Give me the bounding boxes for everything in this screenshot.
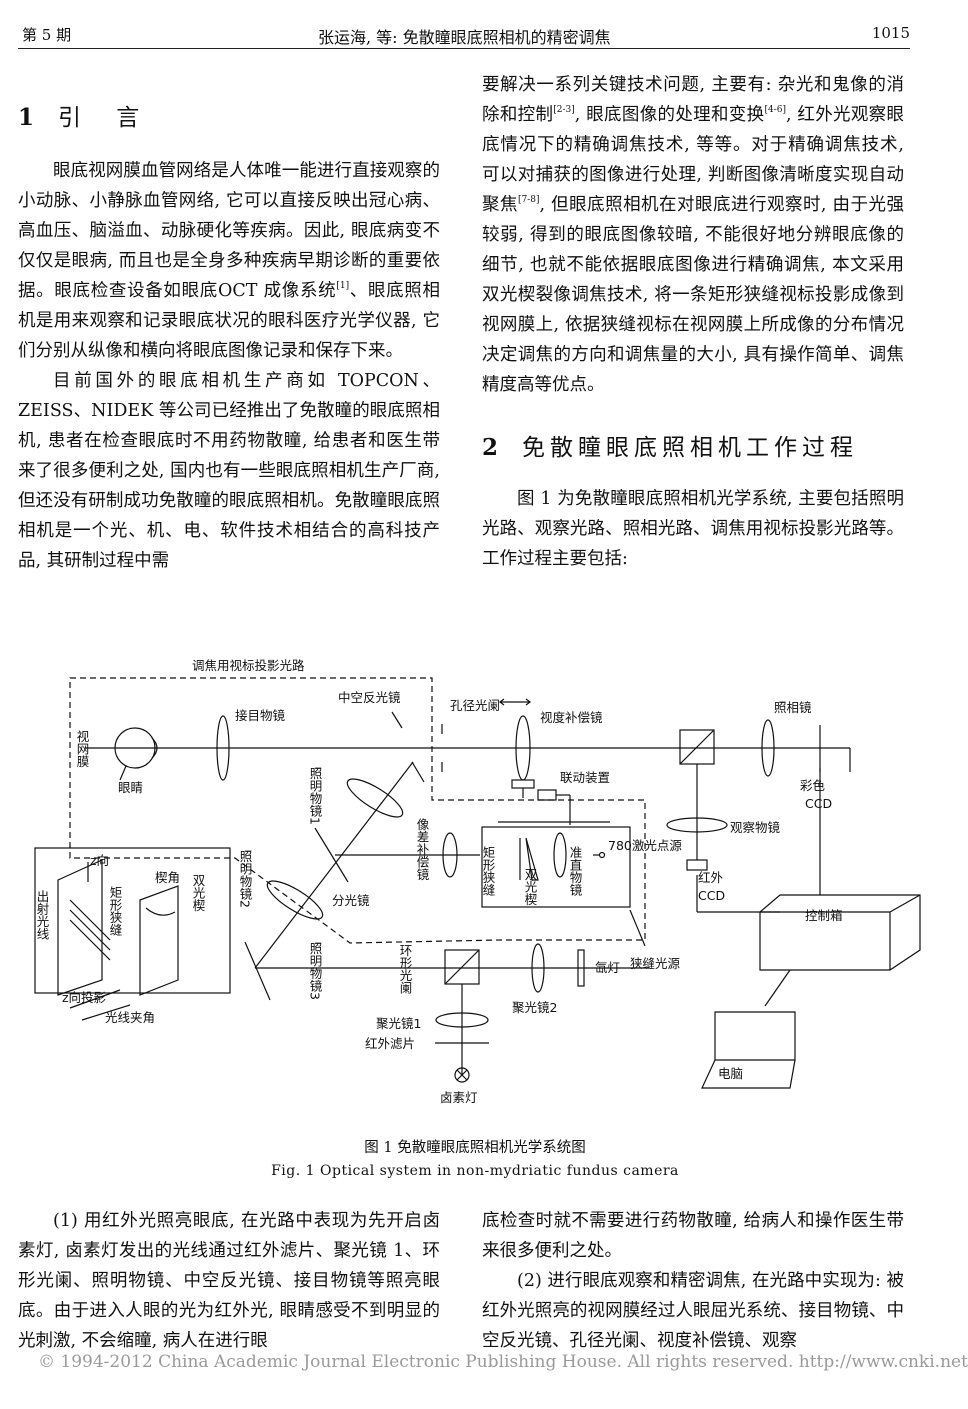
section-1-number: 1 bbox=[18, 104, 37, 131]
section-2-title: 免散瞳眼底照相机工作过程 bbox=[522, 435, 858, 461]
computer-label[interactable]: 电脑 bbox=[718, 1066, 743, 1081]
header-rule bbox=[18, 48, 910, 49]
step-2-paragraph: (2) 进行眼底观察和精密调焦, 在光路中实现为: 被红外光照亮的视网膜经过人眼… bbox=[482, 1271, 904, 1351]
right-column-top: 要解决一系列关键技术问题, 主要有: 杂光和鬼像的消除和控制[2-3], 眼底图… bbox=[482, 70, 904, 574]
right-column-bottom: 底检查时就不需要进行药物散瞳, 给病人和操作医生带来很多便利之处。 (2) 进行… bbox=[482, 1206, 904, 1356]
ir-ccd-label-2: CCD bbox=[698, 888, 725, 903]
intro-paragraph-2: 目前国外的眼底相机生产商如 TOPCON、ZEISS、NIDEK 等公司已经推出… bbox=[18, 371, 440, 571]
section-1-heading: 1 引 言 bbox=[18, 88, 440, 148]
citation-1[interactable]: [1] bbox=[336, 281, 350, 291]
control-box-label[interactable]: 控制箱 bbox=[805, 908, 843, 923]
linkage-label: 联动装置 bbox=[560, 770, 610, 785]
right-text-d: , 但眼底照相机在对眼底进行观察时, 由于光强较弱, 得到的眼底图像较暗, 不能… bbox=[482, 195, 905, 395]
step-1-paragraph: (1) 用红外光照亮眼底, 在光路中表现为先开启卤素灯, 卤素灯发出的光线通过红… bbox=[18, 1211, 440, 1351]
color-ccd-label-1: 彩色 bbox=[800, 778, 826, 793]
copyright-watermark: © 1994-2012 China Academic Journal Elect… bbox=[38, 1352, 968, 1372]
hollow-mirror-label: 中空反光镜 bbox=[338, 690, 401, 705]
aperture-label: 孔径光阑 bbox=[450, 698, 500, 713]
illum1-label: 照明物镜1 bbox=[308, 767, 323, 825]
running-title: 张运海, 等: 免散瞳眼底照相机的精密调焦 bbox=[318, 28, 611, 47]
intro-text-b: 、眼底照相机是用来观察和记录眼底状况的眼科医疗光学仪器, 它们分别从纵像和横向将… bbox=[18, 281, 440, 361]
obs-lens-label: 观察物镜 bbox=[730, 820, 781, 835]
figure-caption-zh: 图 1 免散瞳眼底照相机光学系统图 bbox=[364, 1140, 586, 1156]
right-text-a: 要解决一系列关键技术问题, 主要有: 杂光和鬼像的消除和控制 bbox=[482, 75, 904, 125]
issue-number: 第 5 期 bbox=[22, 26, 72, 44]
figure-caption-en: Fig. 1 Optical system in non-mydriatic f… bbox=[271, 1163, 679, 1179]
citation-7-8[interactable]: [7-8] bbox=[517, 195, 540, 205]
laser-label: 780激光点源 bbox=[608, 838, 682, 853]
xenon-label: 氙灯 bbox=[595, 960, 620, 975]
condenser2-label: 聚光镜2 bbox=[512, 1000, 557, 1015]
ir-filter-label: 红外滤片 bbox=[365, 1036, 415, 1051]
collimator-label: 准直物镜 bbox=[568, 846, 583, 896]
section-1-title: 引 言 bbox=[58, 105, 154, 131]
inset-wedge-angle-label: 楔角 bbox=[155, 870, 180, 885]
eye-label: 眼睛 bbox=[118, 780, 143, 795]
rect-slit-label: 矩形狭缝 bbox=[481, 846, 496, 896]
left-column-bottom: (1) 用红外光照亮眼底, 在光路中表现为先开启卤素灯, 卤素灯发出的光线通过红… bbox=[18, 1206, 440, 1356]
page-number: 1015 bbox=[871, 24, 910, 42]
citation-4-6[interactable]: [4-6] bbox=[764, 105, 786, 115]
ring-aperture-label: 环形光阑 bbox=[398, 944, 413, 994]
eyepiece-label: 接目物镜 bbox=[235, 708, 286, 723]
inset-zproj-label: z向投影 bbox=[62, 990, 107, 1005]
section-2-paragraph: 图 1 为免散瞳眼底照相机光学系统, 主要包括照明光路、观察光路、照相光路、调焦… bbox=[482, 489, 904, 569]
halogen-label: 卤素灯 bbox=[440, 1090, 478, 1105]
inset-ray-angle-label: 光线夹角 bbox=[105, 1010, 155, 1025]
right-paragraph-1: 要解决一系列关键技术问题, 主要有: 杂光和鬼像的消除和控制[2-3], 眼底图… bbox=[482, 70, 904, 400]
inset-rect-slit-label: 矩形狭缝 bbox=[108, 886, 123, 936]
aberr-comp-label: 像差补偿镜 bbox=[415, 818, 430, 881]
retina-label: 视网膜 bbox=[75, 729, 90, 768]
right-text-c: , 红外光观察眼底情况下的精确调焦技术, 等等。对于精确调焦技术, 可以对捕获的… bbox=[482, 105, 904, 215]
section-2-heading: 2 免散瞳眼底照相机工作过程 bbox=[482, 418, 904, 478]
view-comp-label: 视度补偿镜 bbox=[540, 710, 603, 725]
intro-paragraph-1: 眼底视网膜血管网络是人体唯一能进行直接观察的小动脉、小静脉血管网络, 它可以直接… bbox=[18, 156, 440, 366]
condenser1-label: 聚光镜1 bbox=[376, 1016, 421, 1031]
section-2-number: 2 bbox=[482, 434, 501, 461]
dual-wedge-label: 双光楔 bbox=[523, 868, 538, 906]
splitter-label: 分光镜 bbox=[332, 893, 370, 908]
illum2-label: 照明物镜2 bbox=[238, 850, 253, 908]
optical-diagram: 调焦用视标投影光路 视网膜 照明物镜1 像差补偿镜 矩形狭缝 双光楔 准直物镜 … bbox=[34, 658, 921, 1105]
citation-2-3[interactable]: [2-3] bbox=[553, 105, 575, 115]
inset-z-label: z向 bbox=[90, 853, 109, 868]
inset-dual-wedge-label: 双光楔 bbox=[191, 874, 206, 912]
photo-lens-label: 照相镜 bbox=[774, 700, 812, 715]
step-1-continued: 底检查时就不需要进行药物散瞳, 给病人和操作医生带来很多便利之处。 bbox=[482, 1211, 904, 1261]
color-ccd-label-2: CCD bbox=[805, 796, 832, 811]
ir-ccd-label-1: 红外 bbox=[698, 870, 724, 885]
dashed-path-label: 调焦用视标投影光路 bbox=[192, 658, 305, 673]
slit-source-label: 狭缝光源 bbox=[630, 956, 681, 971]
left-column-top: 1 引 言 眼底视网膜血管网络是人体唯一能进行直接观察的小动脉、小静脉血管网络, … bbox=[18, 88, 440, 576]
illum3-label: 照明物镜3 bbox=[308, 942, 323, 1000]
intro-text-a: 眼底视网膜血管网络是人体唯一能进行直接观察的小动脉、小静脉血管网络, 它可以直接… bbox=[18, 161, 440, 301]
right-text-b: , 眼底图像的处理和变换 bbox=[574, 105, 765, 125]
figure-1-optical-system: 调焦用视标投影光路 视网膜 照明物镜1 像差补偿镜 矩形狭缝 双光楔 准直物镜 … bbox=[30, 650, 921, 1120]
running-header: 第 5 期 张运海, 等: 免散瞳眼底照相机的精密调焦 1015 bbox=[18, 18, 910, 48]
inset-exit-label: 出射光线 bbox=[35, 890, 50, 940]
